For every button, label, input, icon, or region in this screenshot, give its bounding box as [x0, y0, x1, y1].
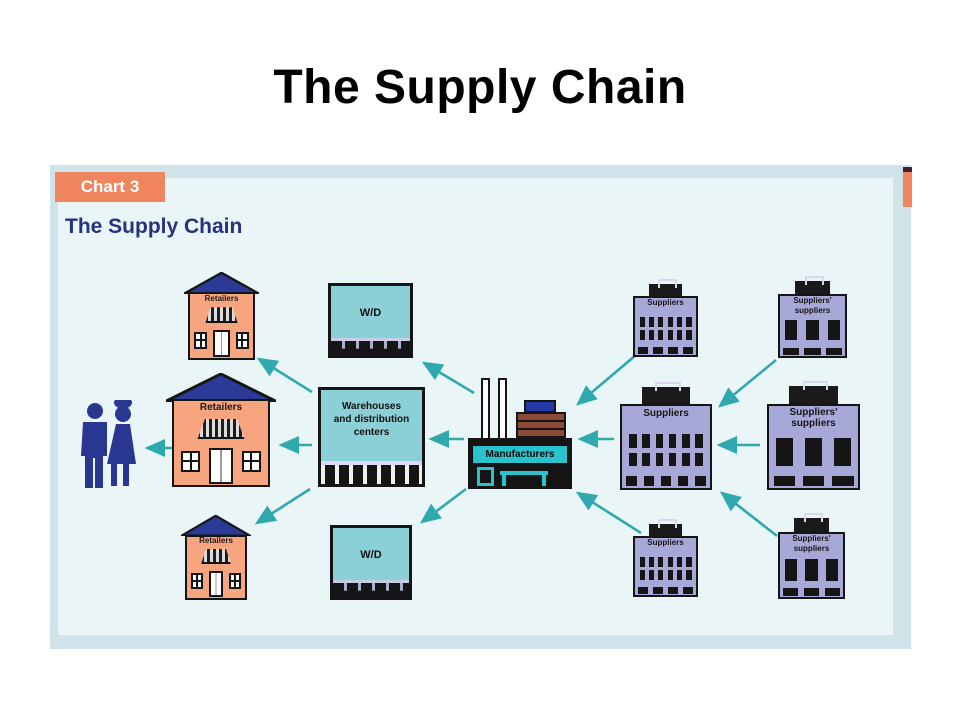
suppliers-top: Suppliers: [633, 279, 698, 357]
rooftop-icon: [642, 382, 690, 406]
consumers-icon: [81, 400, 136, 488]
factory-door-icon: [477, 467, 494, 486]
roof-icon: [181, 515, 251, 537]
door-icon: [208, 571, 224, 598]
warehouse-label: Warehouses and distribution centers: [333, 401, 410, 439]
window-icon: [180, 450, 201, 473]
chimney-icon: [498, 378, 507, 442]
base-windows-icon: [782, 588, 841, 596]
roof-icon: [183, 272, 260, 294]
rooftop-icon: [794, 513, 829, 533]
loading-dock-icon: [333, 580, 409, 597]
wd-label: W/D: [360, 548, 382, 561]
suppliers-middle: Suppliers: [620, 382, 712, 490]
suppliers-label: Suppliers: [647, 538, 684, 548]
windows-icon: [629, 434, 703, 467]
retailers-label: Retailers: [199, 536, 233, 546]
awning-icon: [201, 549, 231, 565]
wd-bottom: W/D: [330, 525, 412, 600]
rooftop-icon: [789, 381, 838, 405]
base-windows-icon: [637, 587, 694, 594]
chimney-icon: [481, 378, 490, 442]
awning-icon: [197, 418, 245, 440]
base-windows-icon: [782, 347, 843, 355]
base-windows-icon: [637, 347, 694, 354]
window-icon: [241, 450, 262, 473]
wd-top: W/D: [328, 283, 413, 358]
awning-icon: [205, 307, 238, 324]
base-windows-icon: [626, 476, 706, 486]
window-icon: [194, 331, 208, 349]
suppliers-suppliers-top: Suppliers' suppliers: [778, 276, 847, 358]
door-icon: [209, 448, 233, 484]
windows-icon: [639, 557, 692, 581]
chart-panel: Chart 3 The Supply Chain: [50, 165, 912, 649]
retailers-top: Retailers: [183, 272, 260, 360]
warehouses-distribution-centers: Warehouses and distribution centers: [318, 387, 425, 487]
windows-icon: [784, 558, 839, 581]
manufacturers: Manufacturers: [468, 378, 572, 489]
retailers-label: Retailers: [204, 294, 239, 303]
suppliers-bottom: Suppliers: [633, 519, 698, 597]
suppliers-suppliers-label: Suppliers' suppliers: [789, 406, 838, 430]
window-icon: [235, 331, 249, 349]
panel-heading: The Supply Chain: [65, 215, 243, 238]
manufacturers-label: Manufacturers: [472, 445, 568, 464]
wd-label: W/D: [359, 306, 382, 319]
suppliers-suppliers-middle: Suppliers' suppliers: [767, 381, 860, 490]
rooftop-icon: [648, 279, 683, 297]
suppliers-suppliers-label: Suppliers' suppliers: [792, 534, 831, 553]
chart-number-tab: Chart 3: [55, 172, 165, 202]
roof-icon: [166, 373, 276, 402]
suppliers-suppliers-bottom: Suppliers' suppliers: [778, 513, 845, 599]
rooftop-icon: [794, 276, 831, 295]
loading-dock-icon: [331, 338, 410, 355]
retailers-bottom: Retailers: [181, 515, 251, 600]
retailers-label: Retailers: [199, 401, 243, 413]
door-icon: [213, 330, 230, 358]
rooftop-icon: [648, 519, 683, 537]
base-windows-icon: [773, 475, 854, 486]
windows-icon: [639, 317, 692, 341]
window-icon: [229, 572, 242, 589]
factory-pipe-icon: [500, 471, 548, 475]
factory-stack-icon: [516, 412, 566, 440]
slide-title: The Supply Chain: [273, 61, 687, 114]
retailers-middle: Retailers: [166, 373, 276, 487]
panel-corner-accent: [903, 167, 912, 207]
windows-icon: [776, 438, 851, 467]
suppliers-label: Suppliers: [643, 407, 689, 419]
suppliers-label: Suppliers: [647, 298, 684, 308]
suppliers-suppliers-label: Suppliers' suppliers: [793, 296, 832, 315]
loading-dock-icon: [321, 460, 422, 484]
windows-icon: [784, 319, 841, 341]
window-icon: [190, 572, 203, 589]
